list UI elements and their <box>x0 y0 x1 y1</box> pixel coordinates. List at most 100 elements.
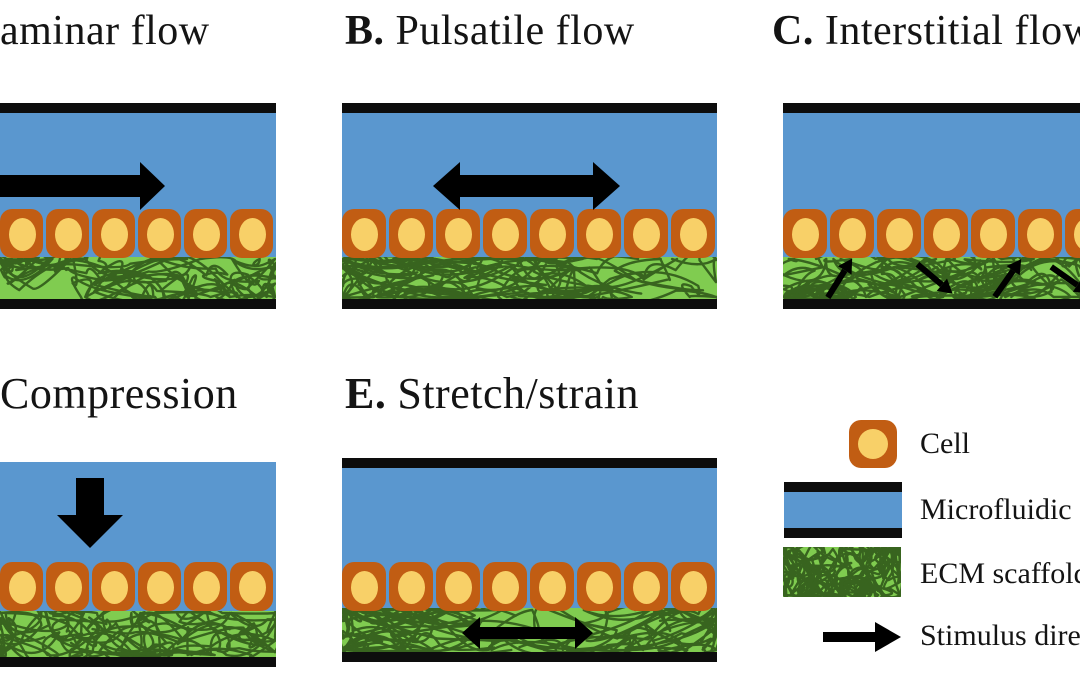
cell-nucleus <box>351 570 378 604</box>
ecm-fibers <box>0 611 276 657</box>
panel-c-title: C.Interstitial flow <box>772 8 1080 54</box>
laminar-flow-arrow-icon <box>0 162 165 215</box>
panel-c-letter: C. <box>772 8 814 54</box>
cell-nucleus <box>100 217 128 251</box>
cell <box>530 562 574 611</box>
cell-nucleus <box>398 217 425 251</box>
cell <box>483 209 527 258</box>
channel-wall-bottom <box>342 299 717 309</box>
cell-monolayer <box>342 562 715 611</box>
cell-nucleus <box>980 217 1007 251</box>
panel-e-letter: E. <box>345 369 387 418</box>
cell-nucleus <box>8 217 36 251</box>
cell-nucleus <box>445 570 472 604</box>
channel-wall-bottom <box>784 528 902 538</box>
cell <box>530 209 574 258</box>
cell <box>230 562 273 611</box>
panel-d-title: Compression <box>0 369 238 418</box>
cell <box>924 209 968 258</box>
cell <box>389 209 433 258</box>
panel-d-compression <box>0 462 276 667</box>
cell <box>0 209 43 258</box>
ecm-scaffold-layer <box>342 257 717 299</box>
legend-label-ecm-scaffold: ECM scaffold <box>920 557 1080 590</box>
pulsatile-flow-double-arrow-icon <box>433 162 620 215</box>
cell-nucleus <box>933 217 960 251</box>
cell <box>624 562 668 611</box>
channel-wall-bottom <box>783 299 1080 309</box>
cell-nucleus <box>839 217 866 251</box>
panel-d-title-text: Compression <box>0 369 238 418</box>
cell-nucleus <box>492 570 519 604</box>
cell-nucleus <box>238 217 266 251</box>
cell <box>92 562 135 611</box>
cell-nucleus <box>146 570 174 604</box>
cell <box>671 209 715 258</box>
cell <box>483 562 527 611</box>
cell-nucleus <box>680 217 707 251</box>
cell-nucleus <box>858 429 888 459</box>
cell-nucleus <box>192 217 220 251</box>
legend-label-microfluidic-channel: Microfluidic channel <box>920 493 1080 526</box>
panel-b-title-text: Pulsatile flow <box>395 8 635 54</box>
legend-label-stimulus-direction: Stimulus direction <box>920 619 1080 652</box>
channel-fluid <box>784 492 902 528</box>
cell <box>184 562 227 611</box>
cell-monolayer <box>0 562 273 611</box>
panel-b-letter: B. <box>345 8 385 54</box>
cell <box>1018 209 1062 258</box>
panel-e-title-text: Stretch/strain <box>397 369 639 418</box>
cell-nucleus <box>1027 217 1054 251</box>
panel-b-pulsatile-flow <box>342 103 717 309</box>
cell-nucleus <box>398 570 425 604</box>
interstitial-arrow-icon <box>912 258 958 300</box>
cell-nucleus <box>351 217 378 251</box>
cell-nucleus <box>445 217 472 251</box>
ecm-scaffold-layer <box>0 257 276 299</box>
cell-nucleus <box>100 570 128 604</box>
panel-b-title: B.Pulsatile flow <box>345 8 635 54</box>
cell <box>783 209 827 258</box>
cell-nucleus <box>586 570 613 604</box>
legend-label-cell: Cell <box>920 427 970 460</box>
cell <box>877 209 921 258</box>
stretch-strain-double-arrow-icon <box>462 617 593 654</box>
cell <box>830 209 874 258</box>
cell <box>230 209 273 258</box>
ecm-scaffold-layer <box>0 611 276 657</box>
cell-nucleus <box>8 570 36 604</box>
cell <box>436 209 480 258</box>
cell <box>138 562 181 611</box>
cell <box>577 562 621 611</box>
cell <box>971 209 1015 258</box>
cell <box>184 209 227 258</box>
cell-nucleus <box>1074 217 1080 251</box>
cell <box>624 209 668 258</box>
panel-a-title: aminar flow <box>0 8 210 54</box>
cell-nucleus <box>146 217 174 251</box>
cell-monolayer <box>0 209 273 258</box>
cell-nucleus <box>886 217 913 251</box>
cell-nucleus <box>492 217 519 251</box>
panel-e-title: E.Stretch/strain <box>345 369 639 418</box>
panel-a-laminar-flow <box>0 103 276 309</box>
channel-wall-bottom <box>0 657 276 667</box>
ecm-fibers <box>0 257 276 299</box>
cell-nucleus <box>680 570 707 604</box>
cell <box>389 562 433 611</box>
channel-wall-top <box>0 103 276 113</box>
panel-a-title-text: aminar flow <box>0 8 210 54</box>
channel-wall-bottom <box>0 299 276 309</box>
cell <box>342 562 386 611</box>
cell <box>0 562 43 611</box>
cell <box>1065 209 1080 258</box>
ecm-scaffold-layer <box>342 608 717 652</box>
ecm-scaffold-icon <box>783 547 901 597</box>
cell <box>46 209 89 258</box>
cell-nucleus <box>192 570 220 604</box>
interstitial-arrow-icon <box>1047 260 1080 299</box>
channel-wall-top <box>342 458 717 468</box>
cell-nucleus <box>792 217 819 251</box>
cell <box>436 562 480 611</box>
